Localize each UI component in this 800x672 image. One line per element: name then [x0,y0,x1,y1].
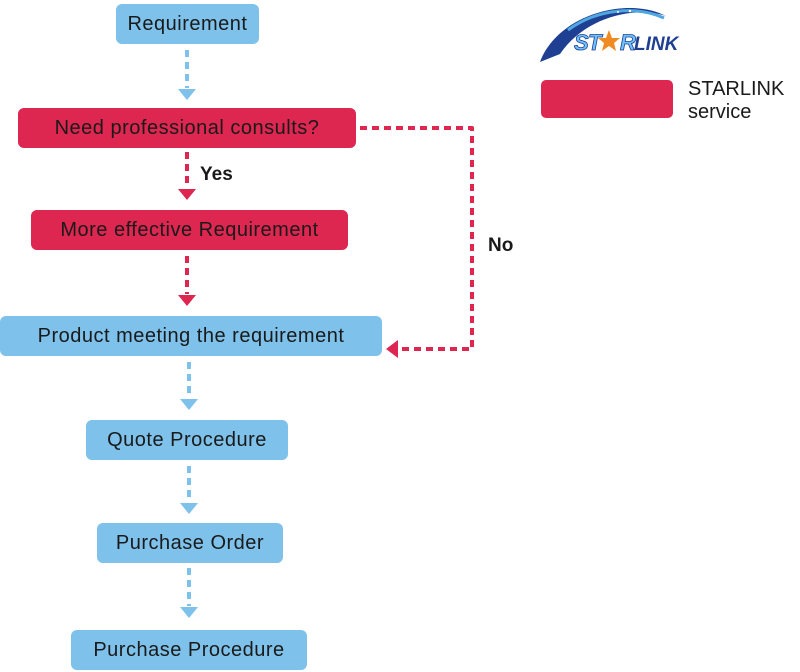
node-quote-procedure: Quote Procedure [86,420,288,460]
svg-text:T: T [588,30,603,55]
arrow-no [360,126,474,358]
arrow-quote-to-order [180,466,198,514]
node-purchase-order: Purchase Order [97,523,283,563]
arrow-yes [178,152,196,200]
starlink-logo-graphic: S T R LINK [540,7,680,62]
svg-text:R: R [620,30,636,55]
legend-swatch-starlink-service [541,80,673,118]
arrow-order-to-procedure [180,568,198,618]
node-need-professional-consults: Need professional consults? [18,108,356,148]
legend-label: STARLINK service [688,78,800,124]
edge-label-no: No [488,235,514,256]
arrow-more-effective-to-product [178,256,196,306]
svg-text:S: S [574,30,589,55]
edge-label-yes: Yes [200,164,233,185]
node-product-meeting-requirement: Product meeting the requirement [0,316,382,356]
node-more-effective-requirement: More effective Requirement [31,210,348,250]
svg-text:LINK: LINK [634,34,680,55]
arrow-requirement-to-consults [178,50,196,100]
node-purchase-procedure: Purchase Procedure [71,630,307,670]
starlink-logo: S T R LINK [538,2,688,64]
legend-label-line2: service [688,101,752,123]
legend-label-line1: STARLINK [688,78,785,100]
node-requirement: Requirement [116,4,259,44]
arrow-product-to-quote [180,362,198,410]
